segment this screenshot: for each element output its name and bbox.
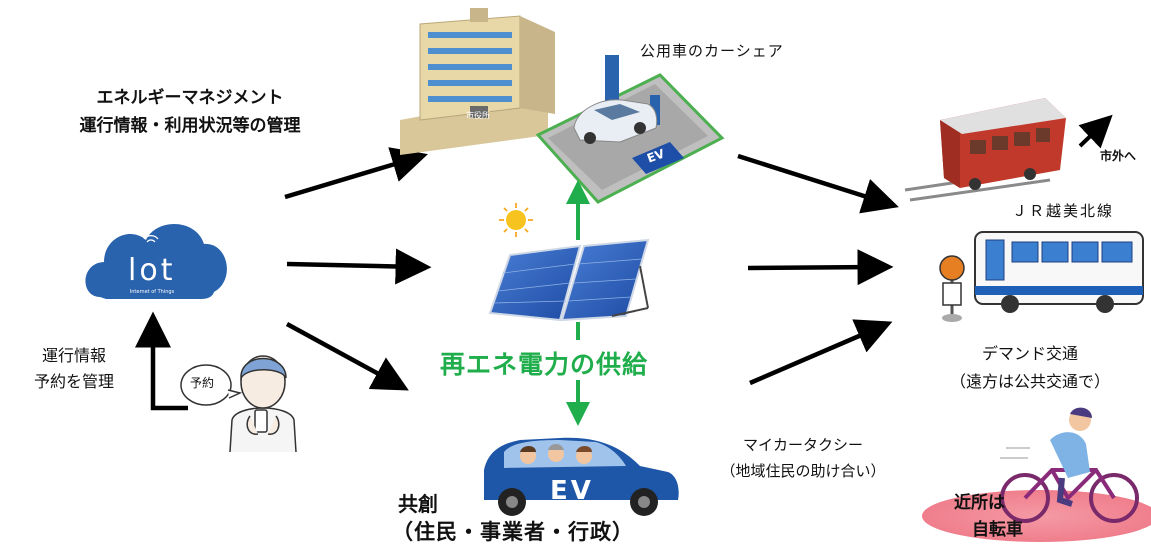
- iot-cloud-icon: lot Internet of Things: [85, 223, 227, 299]
- car-share-label: 公用車のカーシェア: [640, 42, 784, 60]
- ev-parking-sign-icon: [632, 142, 684, 174]
- co-creation-members: （住民・事業者・行政）: [392, 520, 634, 544]
- arrow-iot-to-building: [284, 147, 428, 200]
- demand-line2: （遠方は公共交通で）: [949, 372, 1110, 391]
- my-car-taxi-line1: マイカータクシー: [742, 436, 863, 454]
- arrow-ev-to-demand: [749, 319, 893, 386]
- bike-label-line1: 近所は: [954, 493, 1005, 513]
- energy-management-label: エネルギーマネジメント 運行情報・利用状況等の管理: [40, 84, 340, 140]
- outside-city-label: 市外へ: [1100, 149, 1137, 163]
- arrow-to-outside-city: [1078, 114, 1113, 149]
- arrows-to-transport: [737, 153, 899, 386]
- svg-text:lot: lot: [128, 253, 175, 288]
- building-sign-text: 市役所: [466, 111, 490, 120]
- arrows-from-iot: [284, 147, 432, 391]
- ev-car-icon: [484, 437, 679, 516]
- arrow-reservation-to-iot: [135, 311, 188, 411]
- bus-stop-sign-icon: [939, 255, 965, 322]
- bus-icon: [974, 231, 1144, 313]
- person-with-phone-icon: [229, 355, 297, 453]
- energy-management-line2: 運行情報・利用状況等の管理: [79, 116, 301, 136]
- my-car-taxi-label: マイカータクシー （地域住民の助け合い）: [683, 432, 923, 484]
- arrow-solar-to-bus: [747, 249, 894, 286]
- sun-icon: [499, 203, 533, 237]
- arrow-iot-to-ev: [285, 322, 409, 391]
- shared-car-icon: [573, 99, 658, 144]
- operation-info-label: 運行情報 予約を管理: [16, 343, 132, 395]
- arrow-building-to-train: [737, 153, 899, 214]
- svg-text:Internet of Things: Internet of Things: [130, 289, 175, 295]
- co-creation-title: 共創: [398, 492, 438, 516]
- train-icon: [904, 98, 1066, 202]
- ev-car-text: EV: [550, 476, 594, 506]
- energy-management-line1: エネルギーマネジメント: [96, 88, 284, 108]
- solar-panel-icon: [488, 238, 650, 322]
- bike-label-line2: 自転車: [972, 520, 1023, 540]
- jr-line-label: ＪＲ越美北線: [1012, 202, 1115, 220]
- city-hall-building-icon: [400, 8, 555, 155]
- bicycle-rider-icon: [1000, 407, 1139, 523]
- my-car-taxi-line2: （地域住民の助け合い）: [720, 462, 886, 480]
- speech-bubble-icon: [180, 364, 243, 406]
- operation-info-line2: 予約を管理: [33, 372, 114, 391]
- demand-line1: デマンド交通: [981, 344, 1078, 363]
- arrow-iot-to-solar: [286, 248, 432, 285]
- speech-bubble-text: 予約: [190, 376, 215, 390]
- demand-transport-label: デマンド交通 （遠方は公共交通で）: [915, 340, 1145, 396]
- renewable-supply-label: 再エネ電力の供給: [440, 350, 649, 379]
- operation-info-line1: 運行情報: [41, 346, 106, 365]
